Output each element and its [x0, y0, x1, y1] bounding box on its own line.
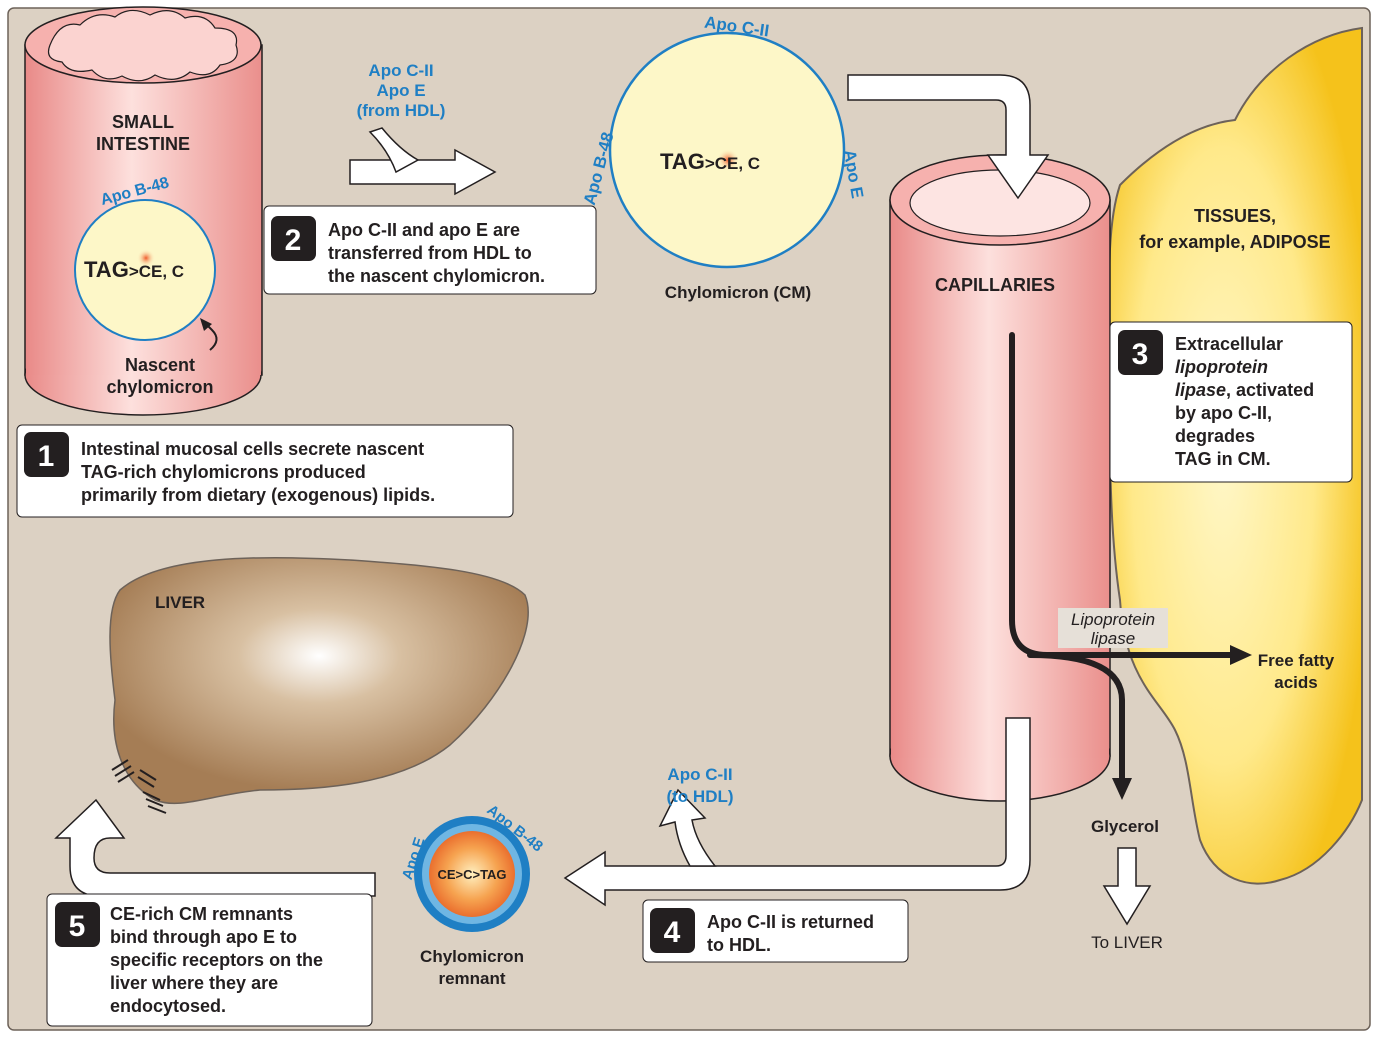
- liver-label: LIVER: [155, 593, 205, 612]
- step-3-line5: degrades: [1175, 426, 1255, 446]
- capillaries-label: CAPILLARIES: [935, 275, 1055, 295]
- step-box-4: 4 Apo C-II is returned to HDL.: [643, 900, 908, 962]
- step-5-line3: specific receptors on the: [110, 950, 323, 970]
- step-2-line1: Apo C-II and apo E are: [328, 220, 520, 240]
- transfer-apo-c2: Apo C-II: [368, 61, 433, 80]
- transfer-from-hdl: (from HDL): [357, 101, 446, 120]
- step-3-line1: Extracellular: [1175, 334, 1283, 354]
- chylomicron-particle: [610, 33, 844, 267]
- intestine-title-line1: SMALL: [112, 112, 174, 132]
- step-2-line3: the nascent chylomicron.: [328, 266, 545, 286]
- step-3-line3: lipase, activated: [1175, 380, 1314, 400]
- glycerol-label: Glycerol: [1091, 817, 1159, 836]
- step-1-line1: Intestinal mucosal cells secrete nascent: [81, 439, 424, 459]
- step-5-line1: CE-rich CM remnants: [110, 904, 293, 924]
- step-4-line1: Apo C-II is returned: [707, 912, 874, 932]
- step-2-number: 2: [285, 224, 302, 257]
- cm-label: Chylomicron (CM): [665, 283, 811, 302]
- nascent-label-line1: Nascent: [125, 355, 195, 375]
- step-3-line4: by apo C-II,: [1175, 403, 1272, 423]
- lipase-label-line1: Lipoprotein: [1071, 610, 1155, 629]
- remnant-label-line1: Chylomicron: [420, 947, 524, 966]
- step-box-1: 1 Intestinal mucosal cells secrete nasce…: [17, 425, 513, 517]
- step-box-2: 2 Apo C-II and apo E are transferred fro…: [264, 206, 596, 294]
- return-to-hdl: (to HDL): [666, 787, 733, 806]
- intestine-title-line2: INTESTINE: [96, 134, 190, 154]
- step-5-number: 5: [69, 910, 86, 943]
- step-box-5: 5 CE-rich CM remnants bind through apo E…: [47, 894, 372, 1026]
- capillary-vessel: [890, 155, 1110, 801]
- step-5-line4: liver where they are: [110, 973, 278, 993]
- transfer-apo-e: Apo E: [376, 81, 425, 100]
- remnant-core-text: CE>C>TAG: [437, 867, 506, 882]
- ffa-label-line1: Free fatty: [1258, 651, 1335, 670]
- step-3-line6: TAG in CM.: [1175, 449, 1271, 469]
- step-1-number: 1: [38, 440, 55, 473]
- ffa-label-line2: acids: [1274, 673, 1317, 692]
- step-5-line2: bind through apo E to: [110, 927, 297, 947]
- step-3-number: 3: [1132, 338, 1149, 371]
- step-3-line2: lipoprotein: [1175, 357, 1268, 377]
- step-1-line3: primarily from dietary (exogenous) lipid…: [81, 485, 435, 505]
- to-liver-label: To LIVER: [1091, 933, 1163, 952]
- tissues-label-line2: for example, ADIPOSE: [1139, 232, 1330, 252]
- nascent-label-line2: chylomicron: [106, 377, 213, 397]
- step-5-line5: endocytosed.: [110, 996, 226, 1016]
- step-4-number: 4: [664, 916, 681, 949]
- step-4-line2: to HDL.: [707, 935, 771, 955]
- step-box-3: 3 Extracellular lipoprotein lipase, acti…: [1110, 322, 1352, 482]
- step-1-line2: TAG-rich chylomicrons produced: [81, 462, 366, 482]
- step-2-line2: transferred from HDL to: [328, 243, 532, 263]
- tissues-label-line1: TISSUES,: [1194, 206, 1276, 226]
- remnant-label-line2: remnant: [438, 969, 505, 988]
- lipase-label-line2: lipase: [1091, 629, 1135, 648]
- return-apo-c2: Apo C-II: [667, 765, 732, 784]
